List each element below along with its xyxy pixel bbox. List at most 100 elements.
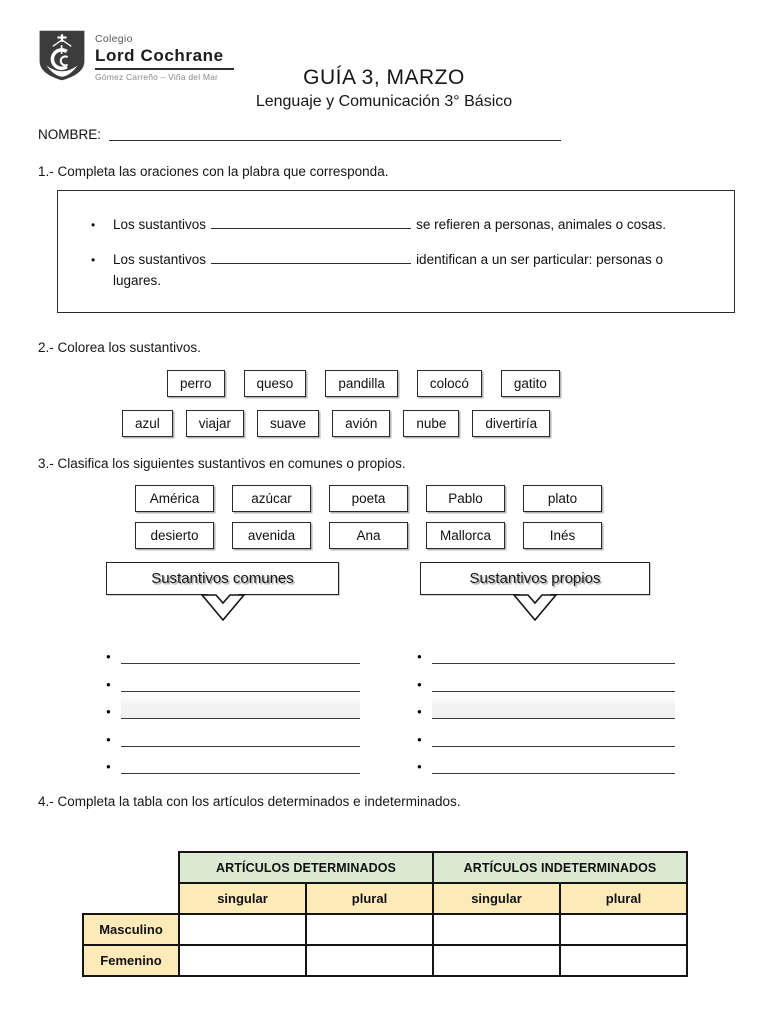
proper-nouns-title: Sustantivos propios bbox=[469, 569, 601, 587]
write-line[interactable]: ● bbox=[105, 691, 360, 720]
classification-columns: Sustantivos comunes ● ● ● ● ● Sustantivo… bbox=[105, 561, 768, 775]
word-box[interactable]: avión bbox=[332, 409, 391, 437]
femenino-label: Femenino bbox=[82, 944, 180, 978]
table-group-header-row: ARTÍCULOS DETERMINADOS ARTÍCULOS INDETER… bbox=[83, 851, 688, 885]
exercise-1-instruction: 1.- Completa las oraciones con la plabra… bbox=[38, 164, 389, 179]
femenino-row: Femenino bbox=[82, 944, 688, 978]
write-line[interactable]: ● bbox=[416, 637, 675, 665]
write-line[interactable]: ● bbox=[105, 719, 360, 747]
bullet-icon: ● bbox=[106, 707, 111, 717]
word-box[interactable]: plato bbox=[523, 484, 602, 512]
bullet-icon: ● bbox=[417, 734, 422, 744]
bullet-icon: ● bbox=[417, 652, 422, 662]
word-box[interactable]: nube bbox=[403, 409, 460, 437]
school-logo: Colegio Lord Cochrane Gómez Carreño – Vi… bbox=[38, 27, 234, 84]
school-location: Gómez Carreño – Viña del Mar bbox=[95, 72, 219, 82]
word-box[interactable]: Mallorca bbox=[426, 521, 505, 549]
proper-nouns-column: Sustantivos propios ● ● ● ● ● bbox=[416, 561, 675, 775]
table-cell-empty[interactable] bbox=[178, 944, 307, 978]
word-box[interactable]: azúcar bbox=[232, 484, 311, 512]
exercise-2-word-row-1: perro queso pandilla colocó gatito bbox=[167, 369, 768, 397]
bullet-icon: • bbox=[91, 252, 96, 267]
table-cell-empty[interactable] bbox=[305, 944, 434, 978]
page-title: GUÍA 3, MARZO bbox=[303, 66, 465, 89]
word-box[interactable]: Pablo bbox=[426, 484, 505, 512]
word-box[interactable]: desierto bbox=[135, 521, 214, 549]
exercise-2-word-row-2: azul viajar suave avión nube divertiría bbox=[122, 409, 768, 437]
common-nouns-title: Sustantivos comunes bbox=[151, 569, 294, 587]
exercise-3-instruction: 3.- Clasifica los siguientes sustantivos… bbox=[38, 455, 406, 471]
word-box[interactable]: América bbox=[135, 484, 214, 512]
exercise-1-section: 1.- Completa las oraciones con la plabra… bbox=[0, 164, 768, 313]
table-cell-empty[interactable] bbox=[178, 913, 307, 947]
common-nouns-column: Sustantivos comunes ● ● ● ● ● bbox=[105, 561, 360, 775]
articles-table: ARTÍCULOS DETERMINADOS ARTÍCULOS INDETER… bbox=[82, 851, 688, 978]
masculino-row: Masculino bbox=[82, 913, 688, 947]
exercise-2-instruction: 2.- Colorea los sustantivos. bbox=[38, 339, 201, 355]
word-box[interactable]: avenida bbox=[232, 521, 311, 549]
table-cell-empty[interactable] bbox=[305, 913, 434, 947]
word-box[interactable]: Inés bbox=[523, 521, 602, 549]
exercise-3-word-row-1: América azúcar poeta Pablo plato bbox=[135, 484, 768, 512]
table-sub-header-row: singular plural singular plural bbox=[83, 882, 688, 916]
down-arrow-icon bbox=[200, 592, 245, 621]
word-box[interactable]: pandilla bbox=[325, 369, 398, 397]
common-nouns-lines: ● ● ● ● ● bbox=[105, 637, 360, 775]
exercise-4-instruction: 4.- Completa la tabla con los artículos … bbox=[38, 794, 461, 810]
write-line[interactable]: ● bbox=[105, 747, 360, 775]
bullet-icon: ● bbox=[106, 679, 111, 689]
word-box[interactable]: Ana bbox=[329, 521, 408, 549]
table-cell-empty[interactable] bbox=[559, 913, 688, 947]
word-box[interactable]: viajar bbox=[185, 409, 245, 437]
determinados-header: ARTÍCULOS DETERMINADOS bbox=[178, 851, 434, 885]
table-corner-empty bbox=[83, 883, 179, 914]
bullet-icon: ● bbox=[417, 679, 422, 689]
table-cell-empty[interactable] bbox=[432, 913, 561, 947]
masculino-label: Masculino bbox=[82, 913, 180, 947]
word-box[interactable]: poeta bbox=[329, 484, 408, 512]
bullet-icon: • bbox=[91, 218, 96, 232]
common-nouns-header: Sustantivos comunes bbox=[106, 561, 339, 621]
table-cell-empty[interactable] bbox=[559, 944, 688, 978]
word-box[interactable]: perro bbox=[167, 369, 225, 397]
bullet-icon: ● bbox=[417, 762, 422, 772]
sentence-blank-field[interactable] bbox=[211, 216, 412, 229]
school-name: Lord Cochrane bbox=[95, 45, 234, 70]
write-line[interactable]: ● bbox=[416, 719, 675, 747]
write-line[interactable]: ● bbox=[416, 747, 675, 775]
bullet-icon: ● bbox=[417, 707, 422, 717]
exercise-3-section: 3.- Clasifica los siguientes sustantivos… bbox=[0, 456, 768, 775]
singular-header: singular bbox=[178, 882, 307, 916]
page-header: Colegio Lord Cochrane Gómez Carreño – Vi… bbox=[0, 0, 768, 110]
sentence-blank-field[interactable] bbox=[211, 251, 412, 264]
name-blank-field[interactable] bbox=[109, 128, 562, 141]
indeterminados-header: ARTÍCULOS INDETERMINADOS bbox=[432, 851, 688, 885]
table-cell-empty[interactable] bbox=[432, 944, 561, 978]
word-box[interactable]: gatito bbox=[500, 369, 560, 397]
plural-header: plural bbox=[305, 882, 434, 916]
word-box[interactable]: divertiría bbox=[472, 409, 551, 437]
write-line[interactable]: ● bbox=[105, 664, 360, 692]
write-line[interactable]: ● bbox=[105, 637, 360, 665]
word-box[interactable]: colocó bbox=[416, 369, 482, 397]
word-box[interactable]: azul bbox=[122, 409, 173, 437]
table-corner-empty bbox=[83, 852, 179, 883]
proper-nouns-header: Sustantivos propios bbox=[420, 561, 650, 621]
name-label: NOMBRE: bbox=[38, 127, 102, 142]
word-box[interactable]: suave bbox=[257, 409, 320, 437]
school-logo-text: Colegio Lord Cochrane Gómez Carreño – Vi… bbox=[95, 27, 234, 82]
school-crest-icon bbox=[39, 30, 85, 81]
exercise-3-word-row-2: desierto avenida Ana Mallorca Inés bbox=[135, 521, 768, 549]
down-arrow-icon bbox=[513, 592, 557, 621]
write-line[interactable]: ● bbox=[416, 664, 675, 692]
document-titles: GUÍA 3, MARZO Lenguaje y Comunicación 3°… bbox=[0, 0, 768, 111]
write-line[interactable]: ● bbox=[416, 691, 675, 720]
word-box[interactable]: queso bbox=[243, 369, 307, 397]
page-subtitle: Lenguaje y Comunicación 3° Básico bbox=[255, 93, 513, 110]
